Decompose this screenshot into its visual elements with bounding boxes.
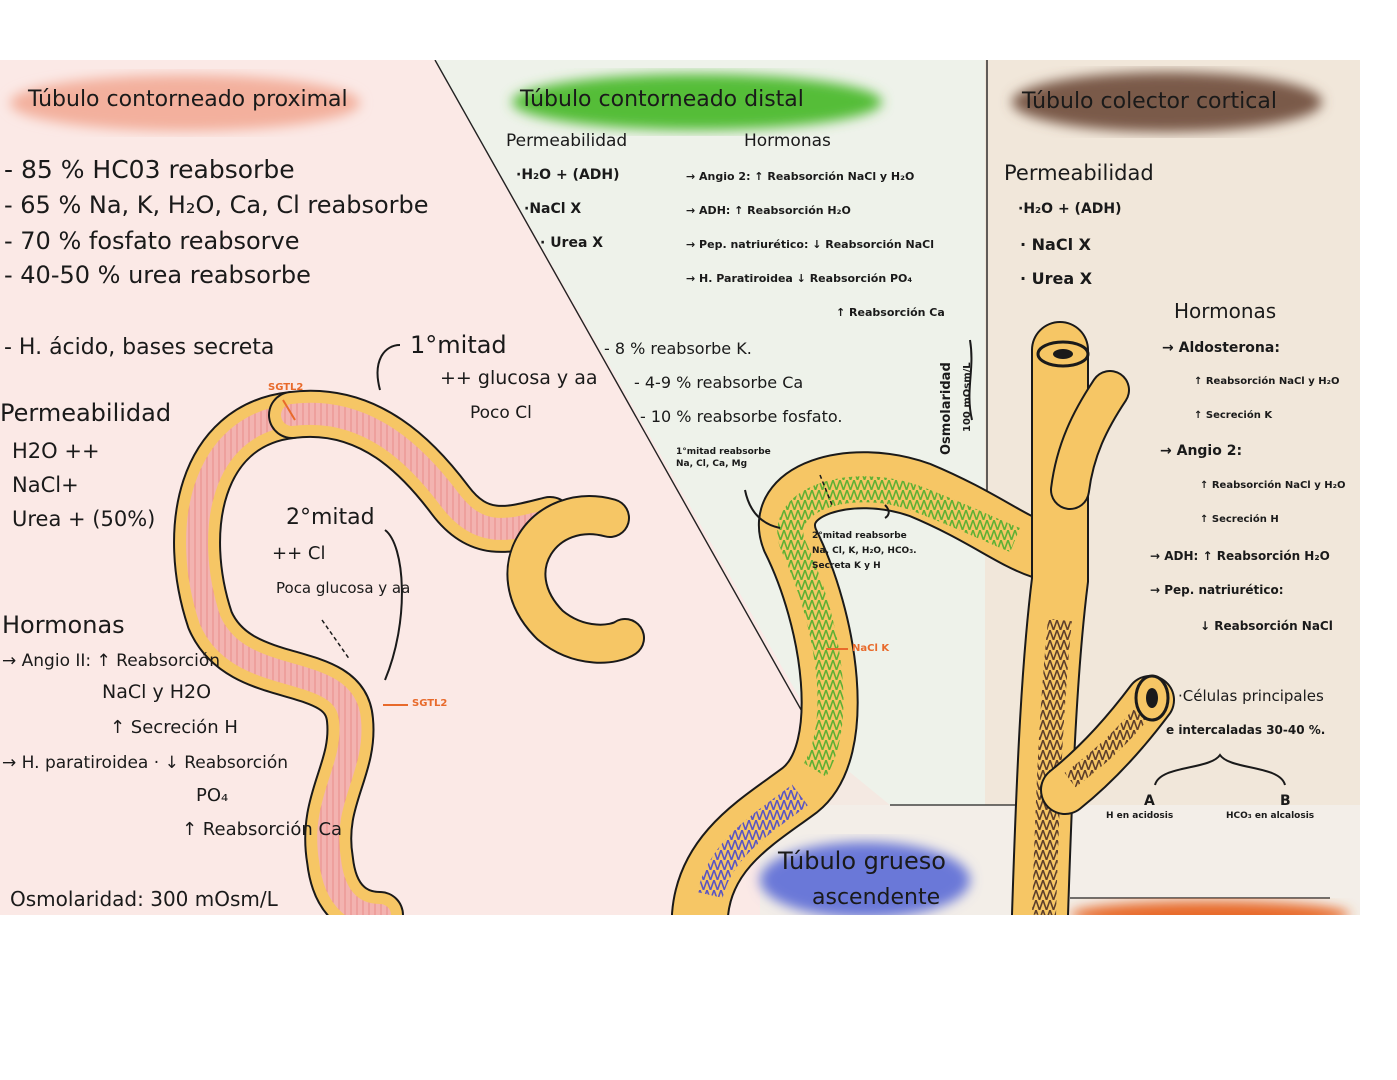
proximal-title: Túbulo contorneado proximal [28,87,348,112]
colector-horm-5: ↑ Reabsorción NaCl y H₂O [1200,480,1346,491]
sgtl2-top-mark [282,399,296,421]
distal-reabs-1: - 8 % reabsorbe K. [604,339,752,358]
colector-horm-1: → Aldosterona: [1162,340,1280,356]
grueso-title-highlight [760,842,970,915]
mitad1-title: 1°mitad [410,331,507,359]
osmolaridad-brace [968,339,973,421]
distal-mitad2-line-2: Na, Cl, K, H₂O, HCO₃. [812,546,917,556]
colector-title-highlight [1012,72,1322,132]
distal-reabs-3: - 10 % reabsorbe fosfato. [640,407,843,426]
collecting-duct [1011,321,1175,915]
distal-perm-title: Permeabilidad [506,131,628,151]
distal-horm-3: → Pep. natriurético: ↓ Reabsorción NaCl [686,238,934,251]
distal-horm-4: → H. Paratiroidea ↓ Reabsorción PO₄ [686,272,913,285]
distal-horm-2: → ADH: ↑ Reabsorción H₂O [686,204,851,217]
distal-mitad1-line-2: Na, Cl, Ca, Mg [676,459,748,469]
colector-horm-8: → Pep. natriurético: [1150,583,1284,597]
distal-perm-1: ·H₂O + (ADH) [516,167,620,183]
distal-perm-3: · Urea X [540,235,604,251]
proximal-tubule [173,389,645,915]
divider-diagonal [434,60,836,771]
colector-celulas-2: e intercaladas 30-40 %. [1166,723,1326,737]
grueso-title-line-1: Túbulo grueso [778,847,946,875]
mitad2-title: 2°mitad [286,505,375,530]
proximal-line-1: - 85 % HC03 reabsorbe [4,155,295,184]
colector-horm-2: ↑ Reabsorción NaCl y H₂O [1194,376,1340,387]
proximal-hormonas-title: Hormonas [2,611,125,639]
colector-perm-title: Permeabilidad [1004,161,1154,185]
distal-mitad2-arrow [884,504,890,519]
mitad1-arrow [376,344,401,391]
proximal-perm-2: NaCl+ [12,473,79,497]
mitad2-line-1: ++ Cl [272,543,326,564]
proximal-osmolaridad: Osmolaridad: 300 mOsm/L [10,887,278,911]
proximal-horm-2: NaCl y H2O [102,681,212,703]
proximal-line-3: - 70 % fosfato reabsorve [4,227,300,255]
distal-horm-5: ↑ Reabsorción Ca [836,306,945,319]
distal-tubule [671,451,1069,915]
proximal-horm-5: PO₄ [196,785,229,806]
colector-perm-2: · NaCl X [1020,235,1091,254]
distal-osmolaridad-value: 100 mOsm/L [962,362,973,432]
colector-horm-9: ↓ Reabsorción NaCl [1200,619,1333,633]
colector-b-text: HCO₃ en alcalosis [1226,811,1315,821]
proximal-perm-3: Urea + (50%) [12,507,156,531]
distal-mitad1-arrow [744,489,781,529]
grueso-title-line-2: ascendente [812,885,941,910]
mitad2-line-2: Poca glucosa y aa [276,579,411,597]
colector-horm-7: → ADH: ↑ Reabsorción H₂O [1150,549,1330,563]
distal-perm-2: ·NaCl X [524,201,582,217]
sgtl2-bottom-label: SGTL2 [412,698,448,709]
next-title-highlight [1070,901,1350,915]
mitad1-line-1: ++ glucosa y aa [440,367,598,389]
distal-horm-title: Hormonas [744,131,831,151]
tubule-drawing [0,60,1360,915]
proximal-secreta: - H. ácido, bases secreta [4,335,275,360]
proximal-title-highlight [10,75,360,131]
colector-horm-6: ↑ Secreción H [1200,514,1279,525]
distal-title: Túbulo contorneado distal [520,87,804,112]
distal-mitad2-line-1: 2°mitad reabsorbe [812,531,907,541]
proximal-horm-6: ↑ Reabsorción Ca [182,819,343,840]
diagram-sheet: Túbulo contorneado proximal - 85 % HC03 … [0,60,1360,915]
distal-osmolaridad-label: Osmolaridad [939,362,954,455]
proximal-line-2: - 65 % Na, K, H₂O, Ca, Cl reabsorbe [4,191,429,219]
mitad2-arrow [384,529,403,681]
colector-horm-4: → Angio 2: [1160,443,1243,459]
celulas-brace [1154,753,1286,786]
colector-perm-3: · Urea X [1020,269,1093,288]
distal-horm-1: → Angio 2: ↑ Reabsorción NaCl y H₂O [686,170,915,183]
colector-title: Túbulo colector cortical [1022,89,1277,114]
colector-celulas-1: ·Células principales [1178,687,1324,705]
colector-b-label: B [1280,793,1291,809]
proximal-horm-4: → H. paratiroidea · ↓ Reabsorción [2,753,289,773]
proximal-horm-3: ↑ Secreción H [110,717,238,738]
proximal-horm-1: → Angio II: ↑ Reabsorción [2,651,221,671]
colector-a-text: H en acidosis [1106,811,1174,821]
proximal-perm-1: H2O ++ [12,439,100,463]
distal-title-highlight [512,74,882,130]
distal-mitad2-line-3: Secreta K y H [812,561,881,571]
distal-transporter-label: NaCl K [852,643,890,654]
mitad1-line-2: Poco Cl [470,403,532,423]
colector-a-label: A [1144,793,1155,809]
colector-perm-1: ·H₂O + (ADH) [1018,201,1122,217]
colector-horm-3: ↑ Secreción K [1194,410,1273,421]
proximal-permeabilidad-title: Permeabilidad [0,399,172,427]
distal-reabs-2: - 4-9 % reabsorbe Ca [634,373,804,392]
sgtl2-top-label: SGTL2 [268,382,304,393]
colector-horm-title: Hormonas [1174,299,1277,323]
distal-mitad1-line-1: 1°mitad reabsorbe [676,447,771,457]
proximal-line-4: - 40-50 % urea reabsorbe [4,261,311,289]
